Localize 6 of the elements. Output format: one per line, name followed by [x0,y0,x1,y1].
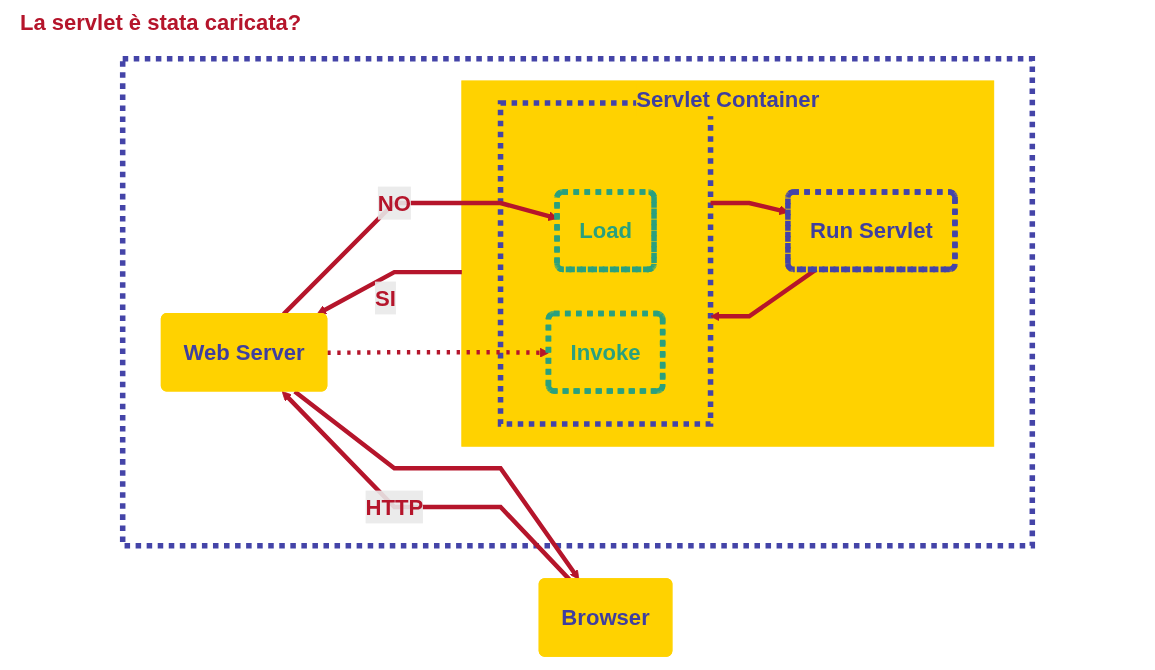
edge-label: SI [374,285,396,311]
arrow [316,269,462,315]
edge-label: NO [377,190,411,216]
edge-label: HTTP [365,494,424,520]
question-text: La servlet è stata caricata? [20,10,302,36]
cluster [119,56,1036,549]
